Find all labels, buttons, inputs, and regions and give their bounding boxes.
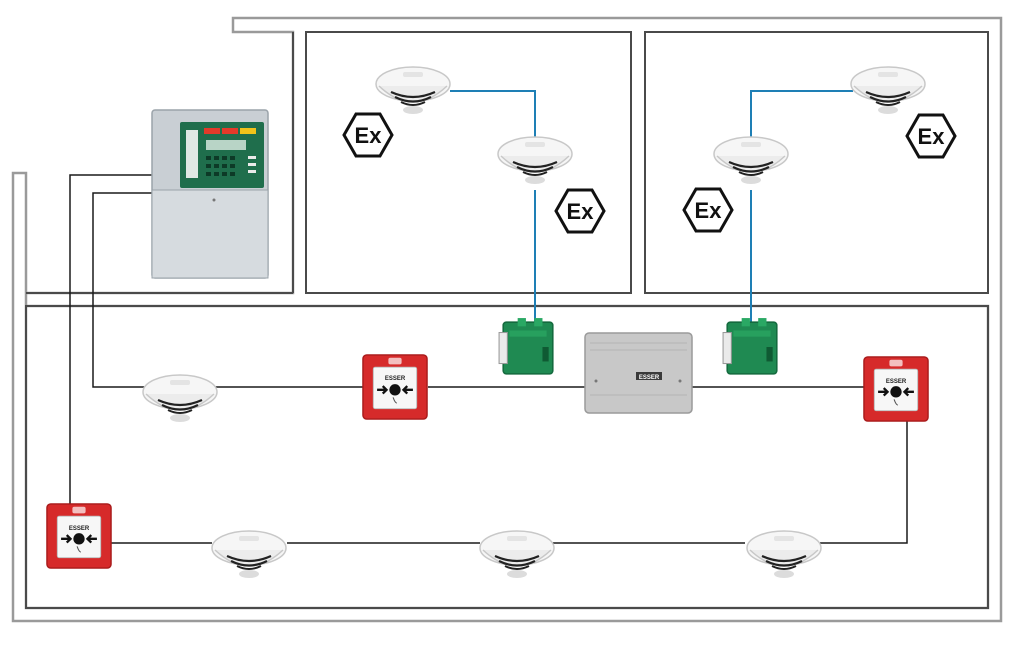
floor-lower	[25, 305, 989, 609]
smoke-detector-lower-4	[745, 529, 823, 580]
ex-barrier-module-left	[498, 317, 554, 375]
svg-text:Ex: Ex	[695, 198, 723, 223]
ex-symbol-icon: Ex	[905, 113, 957, 159]
ex-zone-wiring	[450, 90, 853, 322]
fire-alarm-control-panel	[151, 109, 269, 279]
svg-text:Ex: Ex	[567, 199, 595, 224]
ex-symbol-icon: Ex	[342, 112, 394, 158]
ex-barrier-module-right	[722, 317, 778, 375]
svg-text:ESSER: ESSER	[385, 376, 406, 382]
svg-text:Ex: Ex	[918, 124, 946, 149]
ex-symbol-icon: Ex	[554, 188, 606, 234]
manual-call-point-right: ESSER	[863, 355, 929, 423]
smoke-detector-lower-2	[210, 529, 288, 580]
svg-text:Ex: Ex	[355, 123, 383, 148]
building-outline	[11, 16, 1003, 623]
interface-box: ESSER	[584, 332, 693, 414]
ex-symbol-icon: Ex	[682, 187, 734, 233]
svg-text:ESSER: ESSER	[69, 526, 90, 532]
loop-wiring	[69, 174, 908, 544]
manual-call-point-middle: ESSER	[362, 353, 428, 421]
svg-text:ESSER: ESSER	[639, 375, 660, 381]
smoke-detector-lower-1	[141, 373, 219, 424]
room-left-ex	[305, 31, 632, 294]
manual-call-point-lower-left: ESSER	[46, 502, 112, 570]
room-right-ex	[644, 31, 989, 294]
smoke-detector-lower-3	[478, 529, 556, 580]
svg-text:ESSER: ESSER	[886, 379, 907, 385]
